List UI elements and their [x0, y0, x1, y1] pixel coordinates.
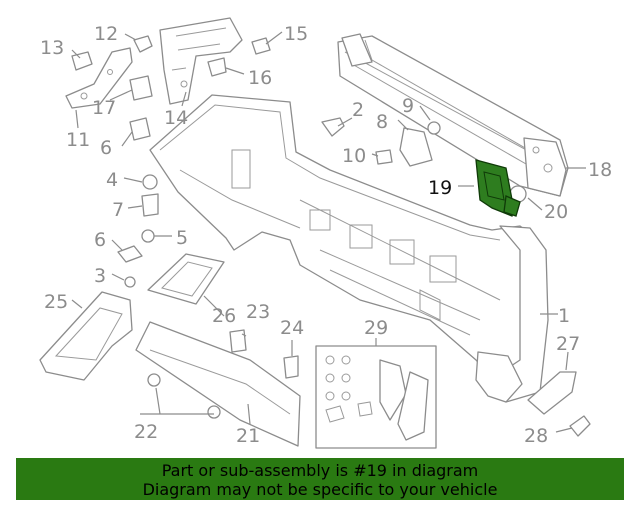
bracket-14: [159, 17, 243, 105]
callout-13: 13: [40, 37, 64, 59]
callout-3: 3: [94, 265, 106, 287]
leader-lines: [71, 31, 586, 433]
callout-25: 25: [44, 291, 68, 313]
highlighted-part-19[interactable]: [475, 159, 521, 217]
callout-6a: 6: [100, 137, 112, 159]
kit-box-29: [315, 345, 437, 449]
banner-line-2: Diagram may not be specific to your vehi…: [142, 480, 498, 499]
callout-5: 5: [176, 227, 188, 249]
banner-line-1: Part or sub-assembly is #19 in diagram: [161, 461, 479, 480]
callout-24: 24: [280, 317, 304, 339]
callout-17: 17: [92, 97, 116, 119]
hardware-pieces: [71, 35, 527, 288]
splash-shield: [39, 291, 133, 381]
callout-11: 11: [66, 129, 90, 151]
callout-23: 23: [246, 301, 270, 323]
fasteners-22: [147, 373, 221, 419]
trim-27-clip-28: [527, 371, 591, 437]
callout-9: 9: [402, 95, 414, 117]
parts-diagram: 13 12 15 16 17 14 11 6 2 8 9 10 4 7 5 6 …: [39, 17, 612, 449]
bracket-26: [147, 253, 225, 305]
callout-6b: 6: [94, 229, 106, 251]
callout-18: 18: [588, 159, 612, 181]
callout-22: 22: [134, 421, 158, 443]
callout-26: 26: [212, 305, 236, 327]
callout-29: 29: [364, 317, 388, 339]
callout-2: 2: [352, 99, 364, 121]
callout-21: 21: [236, 425, 260, 447]
callout-15: 15: [284, 23, 308, 45]
callout-4: 4: [106, 169, 118, 191]
clips-23-24: [229, 329, 299, 379]
callout-20: 20: [544, 201, 568, 223]
callout-27: 27: [556, 333, 580, 355]
bumper-cover: [149, 94, 549, 403]
bracket-11: [65, 47, 133, 109]
callout-12: 12: [94, 23, 118, 45]
callout-labels: 13 12 15 16 17 14 11 6 2 8 9 10 4 7 5 6 …: [40, 23, 612, 447]
info-banner: Part or sub-assembly is #19 in diagram D…: [16, 458, 624, 500]
callout-1: 1: [558, 305, 570, 327]
callout-10: 10: [342, 145, 366, 167]
callout-8: 8: [376, 111, 388, 133]
callout-16: 16: [248, 67, 272, 89]
callout-7: 7: [112, 199, 124, 221]
reinforcement-beam: [337, 33, 569, 197]
callout-14: 14: [164, 107, 188, 129]
callout-28: 28: [524, 425, 548, 447]
lower-valance: [135, 321, 301, 447]
callout-19: 19: [428, 177, 452, 199]
